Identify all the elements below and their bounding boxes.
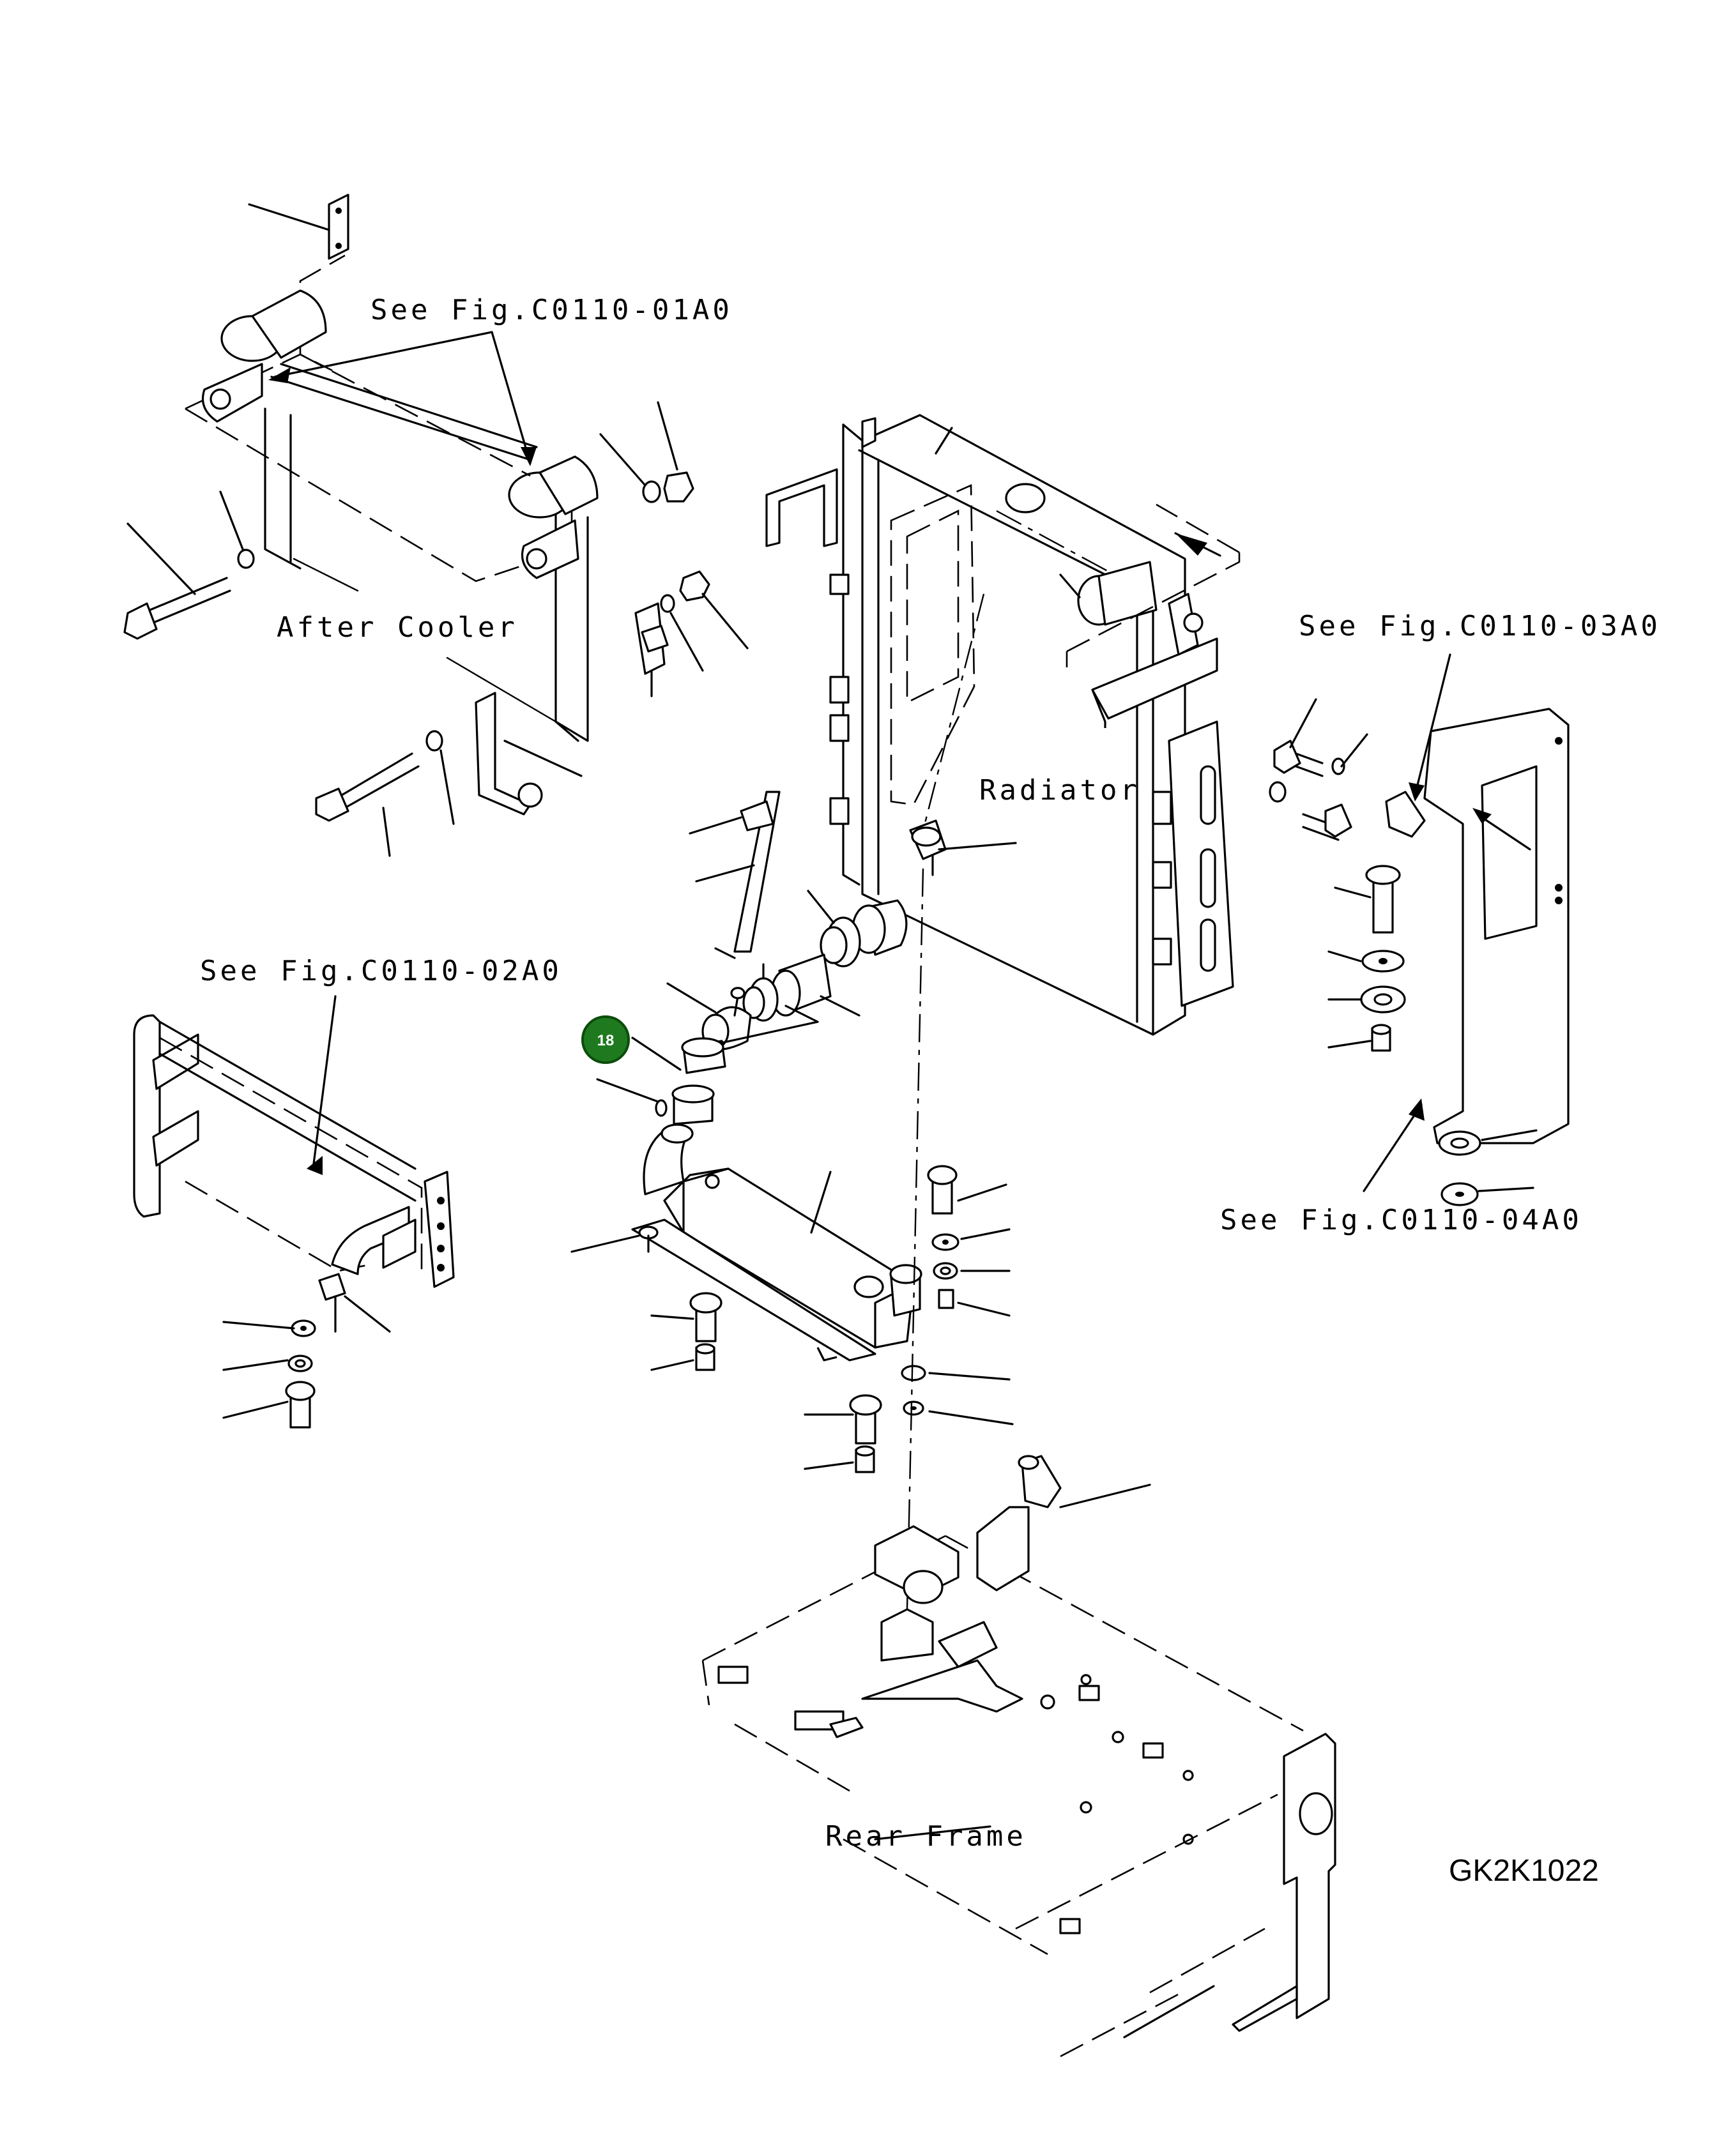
drain-valve (909, 819, 1017, 876)
after-cooler-assembly: After Cooler See Fig.C0110-01A0 (123, 194, 749, 857)
oil-cooler-assembly (570, 1123, 1014, 1473)
ref-label-01: See Fig.C0110-01A0 (371, 294, 733, 326)
radiator-assembly: Radiator (765, 414, 1241, 1036)
rear-frame-label: Rear Frame (825, 1820, 1027, 1853)
ref-label-02: See Fig.C0110-02A0 (200, 955, 562, 987)
right-bracket-assembly: See Fig.C0110-03A0 See Fig.C0110-04A0 (1220, 610, 1661, 1236)
hose-assembly (596, 791, 908, 1125)
bolt-left (123, 522, 231, 640)
ref-label-04: See Fig.C0110-04A0 (1220, 1204, 1582, 1236)
rear-frame-assembly: Rear Frame (701, 868, 1336, 2058)
callout-18-number: 18 (597, 1032, 615, 1049)
guard-assembly: See Fig.C0110-02A0 (133, 955, 562, 1429)
callout-18[interactable]: 18 (581, 1015, 630, 1064)
after-cooler-label: After Cooler (277, 611, 518, 644)
radiator-label: Radiator (979, 774, 1140, 807)
drawing-code: GK2K1022 (1449, 1854, 1599, 1888)
ref-label-03: See Fig.C0110-03A0 (1299, 610, 1661, 642)
